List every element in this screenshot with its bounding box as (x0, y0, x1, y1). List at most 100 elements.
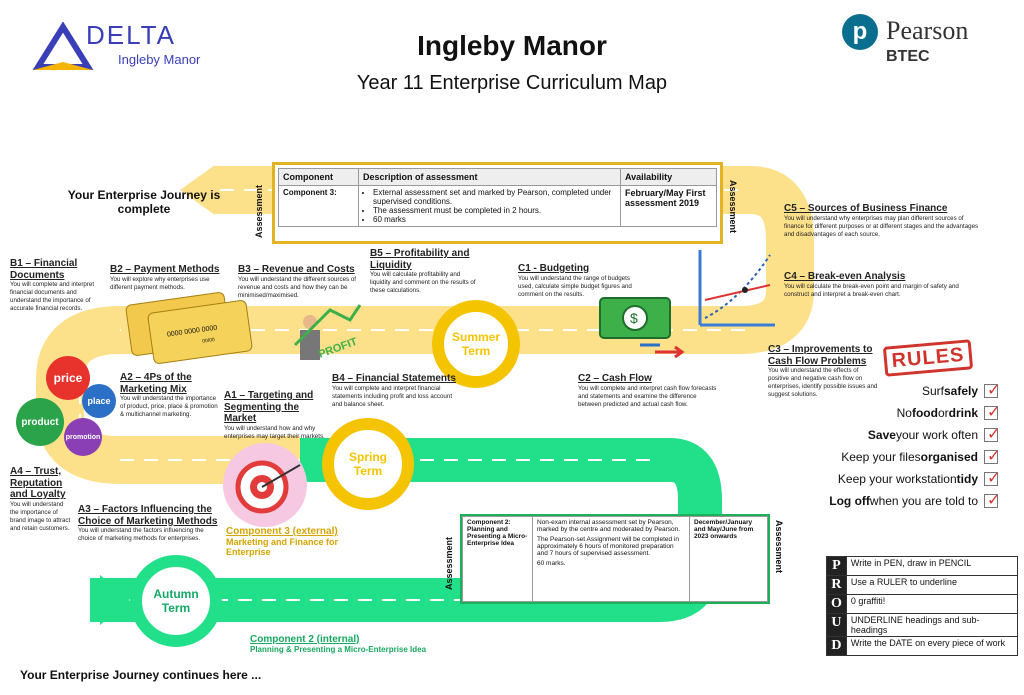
topic-description: You will complete and interpret cash flo… (578, 384, 717, 408)
page-subtitle: Year 11 Enterprise Curriculum Map (356, 72, 668, 94)
component3-subtitle: Marketing and Finance for Enterprise (226, 537, 339, 557)
checkbox-icon (984, 380, 1000, 400)
topic-title: B1 – Financial Documents (10, 258, 78, 281)
topic-title: C2 – Cash Flow (578, 373, 652, 384)
table-header: Description of assessment (358, 168, 621, 186)
card-number: 0000 0000 0000 (166, 324, 218, 339)
gear-price-icon: price (46, 356, 90, 400)
delta-triangle-icon (32, 22, 94, 70)
topic-b1: B1 – Financial Documents You will comple… (10, 258, 105, 313)
list-item: External assessment set and marked by Pe… (373, 188, 616, 206)
rule-item: No food or drink (780, 402, 1001, 424)
topic-description: You will complete and interpret financia… (10, 281, 95, 313)
topic-c5: C5 – Sources of Business Finance You wil… (784, 203, 984, 239)
pearson-logo: p Pearson BTEC (842, 14, 992, 74)
topic-title: A1 – Targeting and Segmenting the Market (224, 390, 314, 424)
component3-title: Component 3 (external) (226, 526, 338, 537)
svg-text:$: $ (630, 310, 638, 326)
component2-title: Component 2 (internal) (250, 634, 360, 645)
topic-description: You will understand the different source… (238, 275, 356, 299)
table-cell-description: Non-exam internal assessment set by Pear… (532, 516, 690, 602)
topic-description: You will understand how and why enterpri… (224, 424, 325, 440)
topic-description: You will explore why enterprises use dif… (110, 275, 210, 291)
topic-description: You will understand the effects of posit… (768, 367, 878, 399)
autumn-term-circle: Autumn Term (130, 555, 222, 647)
table-cell-availability: February/May First assessment 2019 (620, 185, 717, 227)
marketing-mix-gears: price place product promotion (16, 350, 116, 460)
assessment-label: Assessment (444, 536, 454, 590)
table-cell-description: External assessment set and marked by Pe… (358, 185, 621, 227)
table-header: Component (278, 168, 359, 186)
topic-description: You will calculate the break-even point … (784, 282, 959, 298)
topic-title: B5 – Profitability and Liquidity (370, 248, 470, 271)
rule-item: Log off when you are told to (780, 490, 1000, 512)
topic-title: B4 – Financial Statements (332, 373, 456, 384)
topic-b2: B2 – Payment Methods You will explore wh… (110, 264, 230, 292)
topic-description: You will calculate profitability and liq… (370, 271, 476, 295)
pearson-p-icon: p (842, 14, 878, 50)
spring-term-circle: Spring Term (322, 418, 414, 510)
checkbox-icon (984, 446, 1000, 466)
assessment-label: Assessment (254, 184, 264, 238)
table-cell-component: Component 3: (278, 185, 359, 227)
topic-description: You will understand the importance of pr… (120, 395, 218, 419)
gear-place-icon: place (82, 384, 116, 418)
rules-list: Surf safely No food or drink Save your w… (780, 380, 1001, 512)
component2-label: Component 2 (internal) Planning & Presen… (250, 634, 510, 654)
topic-title: A4 – Trust, Reputation and Loyalty (10, 466, 66, 500)
topic-title: C4 – Break-even Analysis (784, 271, 906, 282)
rule-item: Save your work often (780, 424, 1000, 446)
topic-c3: C3 – Improvements to Cash Flow Problems … (768, 344, 878, 399)
topic-c4: C4 – Break-even Analysis You will calcul… (784, 271, 984, 299)
pearson-logo-text: Pearson (886, 16, 969, 45)
topic-c1: C1 - Budgeting You will understand the r… (518, 263, 638, 299)
topic-title: B2 – Payment Methods (110, 264, 220, 275)
topic-a2: A2 – 4Ps of the Marketing Mix You will u… (120, 372, 220, 419)
card-date: 00/00 (201, 337, 216, 345)
topic-description: You will understand the factors influenc… (78, 527, 204, 543)
topic-title: A3 – Factors Influencing the Choice of M… (78, 504, 218, 527)
topic-a1: A1 – Targeting and Segmenting the Market… (224, 390, 334, 441)
topic-b5: B5 – Profitability and Liquidity You wil… (370, 248, 480, 295)
page-title: Ingleby Manor (417, 30, 607, 61)
assessment-label: Assessment (728, 180, 738, 234)
topic-description: You will complete and interpret financia… (332, 384, 453, 408)
topic-description: You will understand the range of budgets… (518, 274, 632, 298)
btec-logo-text: BTEC (886, 48, 930, 65)
gear-product-icon: product (16, 398, 64, 446)
gear-promotion-icon: promotion (64, 418, 102, 456)
topic-title: A2 – 4Ps of the Marketing Mix (120, 372, 192, 395)
component3-label: Component 3 (external) Marketing and Fin… (226, 526, 366, 557)
component3-table: Component Description of assessment Avai… (278, 168, 717, 227)
topic-description: You will understand the importance of br… (10, 500, 71, 532)
list-item: The assessment must be completed in 2 ho… (373, 206, 616, 215)
topic-title: B3 – Revenue and Costs (238, 264, 355, 275)
rule-item: Keep your files organised (780, 446, 1000, 468)
topic-a4: A4 – Trust, Reputation and Loyalty You w… (10, 466, 72, 533)
assessment-label: Assessment (774, 520, 784, 574)
topic-title: C5 – Sources of Business Finance (784, 203, 948, 214)
table-header: Availability (620, 168, 717, 186)
topic-title: C1 - Budgeting (518, 263, 590, 274)
topic-c2: C2 – Cash Flow You will complete and int… (578, 373, 718, 409)
checkbox-icon (984, 402, 1000, 422)
description-line: 60 marks. (537, 560, 566, 567)
topic-b4: B4 – Financial Statements You will compl… (332, 373, 456, 409)
description-line: Non-exam internal assessment set by Pear… (537, 519, 681, 533)
delta-logo-text: DELTA (86, 20, 176, 50)
journey-continues-text: Your Enterprise Journey continues here .… (20, 668, 262, 682)
checkbox-icon (984, 490, 1000, 510)
component2-table: Component 2: Planning and Presenting a M… (462, 516, 768, 602)
component2-table-box: Component 2: Planning and Presenting a M… (460, 514, 770, 604)
delta-logo-subtext: Ingleby Manor (118, 52, 201, 67)
topic-a3: A3 – Factors Influencing the Choice of M… (78, 504, 220, 543)
list-item: 60 marks (373, 215, 616, 224)
topic-b3: B3 – Revenue and Costs You will understa… (238, 264, 366, 300)
component2-subtitle: Planning & Presenting a Micro-Enterprise… (250, 645, 427, 654)
description-line: The Pearson-set Assignment will be compl… (537, 536, 679, 557)
table-cell-component: Component 2: Planning and Presenting a M… (462, 516, 533, 602)
journey-complete-text: Your Enterprise Journey is complete (67, 188, 221, 216)
